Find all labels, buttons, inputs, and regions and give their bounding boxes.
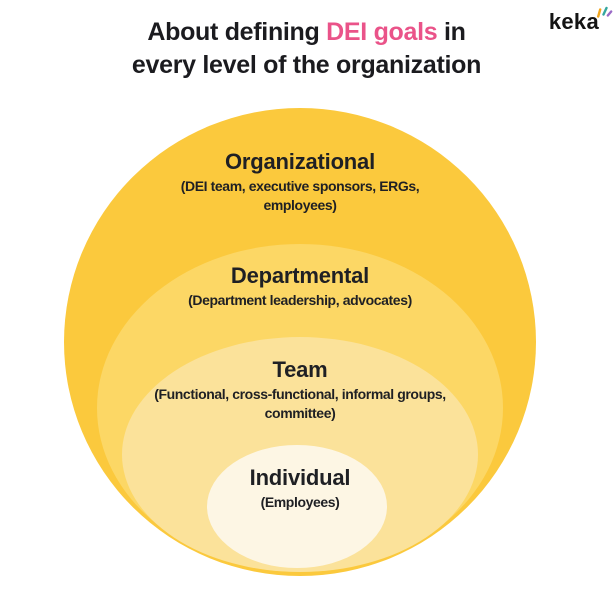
circle-individual	[207, 445, 387, 568]
title-highlight: DEI goals	[326, 18, 438, 46]
level-detail-departmental: (Department leadership, advocates)	[188, 292, 412, 308]
sparkle-icon	[597, 6, 613, 18]
level-name-individual: Individual	[249, 465, 351, 490]
title-suffix: in	[437, 18, 466, 46]
level-label-team: Team (Functional, cross-functional, info…	[110, 357, 490, 423]
level-name-team: Team	[272, 357, 328, 382]
level-label-individual: Individual (Employees)	[110, 465, 490, 512]
level-label-organizational: Organizational (DEI team, executive spon…	[110, 149, 490, 215]
level-name-departmental: Departmental	[230, 263, 370, 288]
level-name-organizational: Organizational	[225, 149, 375, 174]
level-detail-team: (Functional, cross-functional, informal …	[154, 386, 446, 421]
keka-logo: keka	[548, 6, 613, 35]
title-line2: every level of the organization	[131, 51, 482, 79]
level-detail-organizational: (DEI team, executive sponsors, ERGs, emp…	[180, 178, 420, 213]
keka-logo-text: keka	[548, 9, 599, 34]
page-title: About defining DEI goals in every level …	[0, 16, 613, 82]
title-prefix: About defining	[147, 18, 327, 46]
level-label-departmental: Departmental (Department leadership, adv…	[110, 263, 490, 310]
level-detail-individual: (Employees)	[260, 494, 340, 510]
